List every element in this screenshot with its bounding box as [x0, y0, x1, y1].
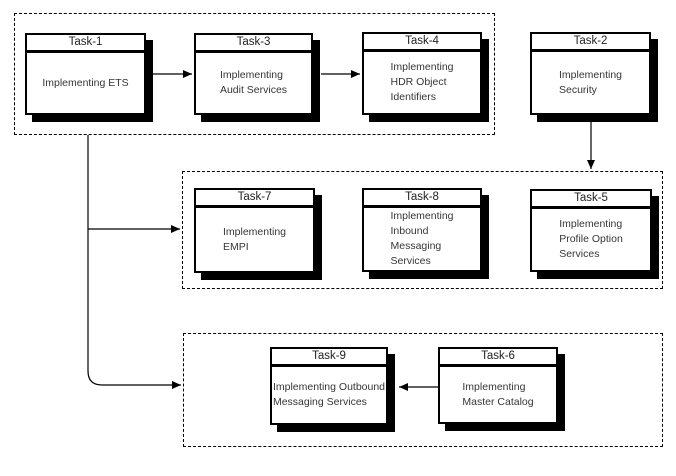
task-4-body: Implementing HDR Object Identifiers — [364, 52, 480, 113]
task-1-body: Implementing ETS — [27, 53, 144, 113]
task-5-label: Implementing Profile Option Services — [559, 218, 623, 260]
task-3-title: Task-3 — [196, 35, 311, 53]
task-4-label: Implementing HDR Object Identifiers — [390, 61, 454, 103]
task-5-body: Implementing Profile Option Services — [532, 209, 650, 270]
task-7-label: Implementing EMPI — [222, 225, 287, 253]
task-box-7[interactable]: Task-7 Implementing EMPI — [194, 188, 315, 273]
connector-group-top-group-bottom — [87, 135, 181, 389]
task-9-label: Implementing Outbound Messaging Services — [272, 381, 386, 408]
task-box-8[interactable]: Task-8 Implementing Inbound Messaging Se… — [362, 188, 482, 272]
task-box-3[interactable]: Task-3 Implementing Audit Services — [194, 33, 313, 115]
task-2-title: Task-2 — [532, 34, 649, 52]
task-5-title: Task-5 — [532, 191, 650, 209]
task-7-title: Task-7 — [196, 190, 313, 208]
task-3-body: Implementing Audit Services — [196, 53, 311, 113]
task-8-label: Implementing Inbound Messaging Services — [390, 210, 454, 267]
task-2-body: Implementing Security — [532, 52, 649, 113]
task-6-label: Implementing Master Catalog — [462, 380, 534, 408]
task-6-title: Task-6 — [440, 349, 556, 367]
task-2-label: Implementing Security — [558, 68, 623, 96]
task-box-4[interactable]: Task-4 Implementing HDR Object Identifie… — [362, 32, 482, 115]
task-4-title: Task-4 — [364, 34, 480, 52]
task-box-5[interactable]: Task-5 Implementing Profile Option Servi… — [530, 189, 652, 272]
group-middle — [182, 171, 663, 289]
task-box-1[interactable]: Task-1 Implementing ETS — [25, 33, 146, 115]
task-9-title: Task-9 — [272, 349, 386, 367]
task-8-body: Implementing Inbound Messaging Services — [364, 208, 480, 270]
task-1-title: Task-1 — [27, 35, 144, 53]
task-6-body: Implementing Master Catalog — [440, 367, 556, 422]
task-7-body: Implementing EMPI — [196, 208, 313, 271]
task-box-6[interactable]: Task-6 Implementing Master Catalog — [438, 347, 558, 424]
group-bottom — [183, 333, 663, 447]
task-8-title: Task-8 — [364, 190, 480, 208]
task-9-body: Implementing Outbound Messaging Services — [272, 367, 386, 423]
task-box-2[interactable]: Task-2 Implementing Security — [530, 32, 651, 115]
group-top — [14, 13, 495, 135]
task-box-9[interactable]: Task-9 Implementing Outbound Messaging S… — [270, 347, 388, 425]
task-1-label: Implementing ETS — [42, 76, 129, 89]
task-3-label: Implementing Audit Services — [219, 69, 288, 96]
